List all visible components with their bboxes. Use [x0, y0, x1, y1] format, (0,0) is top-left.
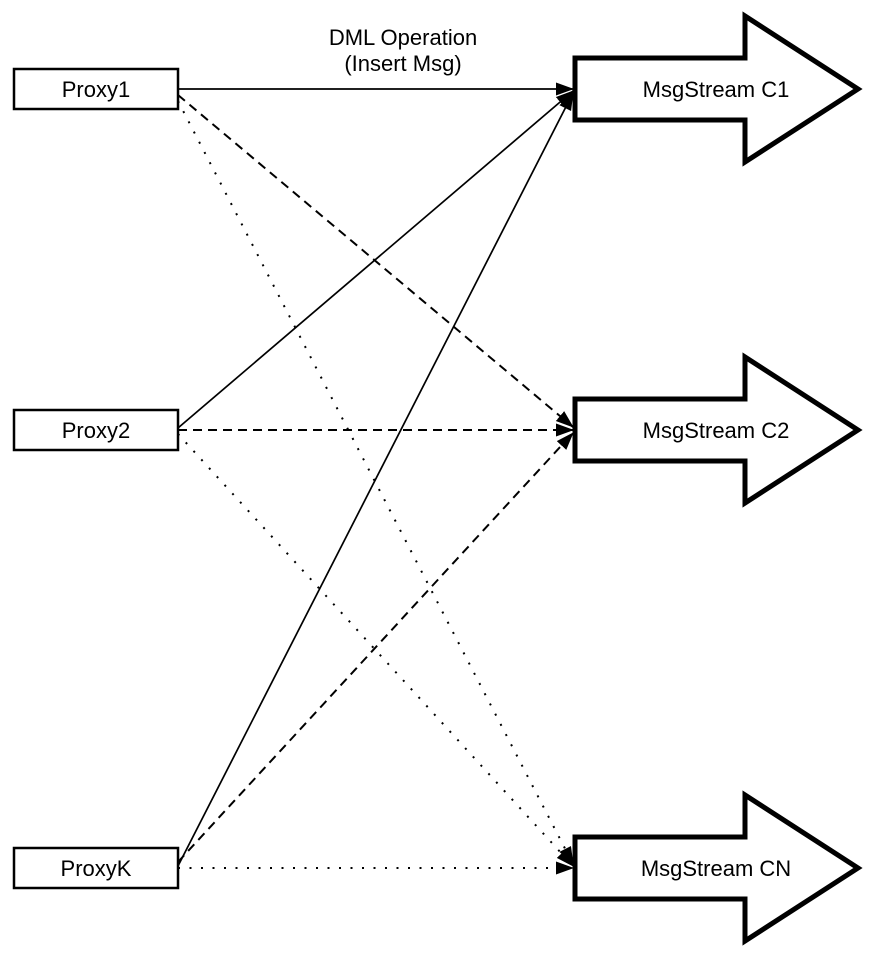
edges [177, 82, 574, 875]
msgstream-cn-arrow-shape [572, 790, 863, 946]
node-proxy2: Proxy2 [12, 408, 180, 452]
msgstream-cn-label: MsgStream CN [641, 856, 791, 881]
node-msgstream-cn: MsgStream CN [572, 790, 863, 946]
dml-operation-label-line1: DML Operation [329, 25, 477, 50]
edge-proxy1-to-c2 [177, 94, 574, 428]
dml-operation-label-line2: (Insert Msg) [344, 51, 461, 76]
msgstream-c2-arrow-shape [572, 352, 863, 508]
msgstream-c1-label: MsgStream C1 [643, 77, 790, 102]
node-msgstream-c2: MsgStream C2 [572, 352, 863, 508]
edge-proxy2-to-c1 [177, 90, 574, 429]
node-proxyk: ProxyK [12, 846, 180, 890]
msgstream-c2-label: MsgStream C2 [643, 418, 790, 443]
edge-proxy2-to-cn [177, 433, 574, 867]
proxy2-label: Proxy2 [62, 418, 130, 443]
msgstream-c1-arrow-shape [572, 11, 863, 167]
proxyk-label: ProxyK [61, 856, 132, 881]
edge-proxyk-to-c2 [177, 432, 574, 863]
proxy1-box [12, 67, 180, 111]
edge-proxyk-to-c1 [177, 92, 574, 867]
node-msgstream-c1: MsgStream C1 [572, 11, 863, 167]
proxy1-label: Proxy1 [62, 77, 130, 102]
node-proxy1: Proxy1 [12, 67, 180, 111]
proxy2-box [12, 408, 180, 452]
proxyk-box [12, 846, 180, 890]
